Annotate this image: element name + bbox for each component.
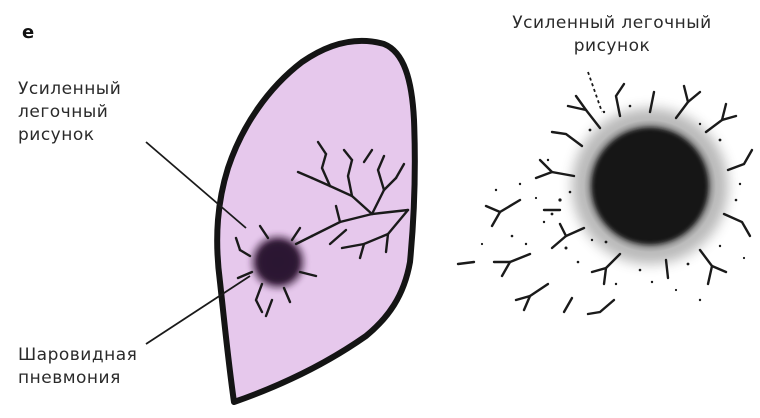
leader-enhanced-right xyxy=(588,72,602,112)
spherical-pneumonia-lesion xyxy=(248,232,308,292)
label-enhanced-pattern-right: Усиленный легочный рисунок xyxy=(468,12,756,58)
label-spherical-pneumonia: Шаровидная пневмония xyxy=(18,344,137,390)
large-lesion xyxy=(572,108,728,264)
label-enhanced-pattern-left: Усиленный легочный рисунок xyxy=(18,78,121,147)
panel-letter: e xyxy=(22,22,34,43)
lung-outline xyxy=(217,41,415,402)
